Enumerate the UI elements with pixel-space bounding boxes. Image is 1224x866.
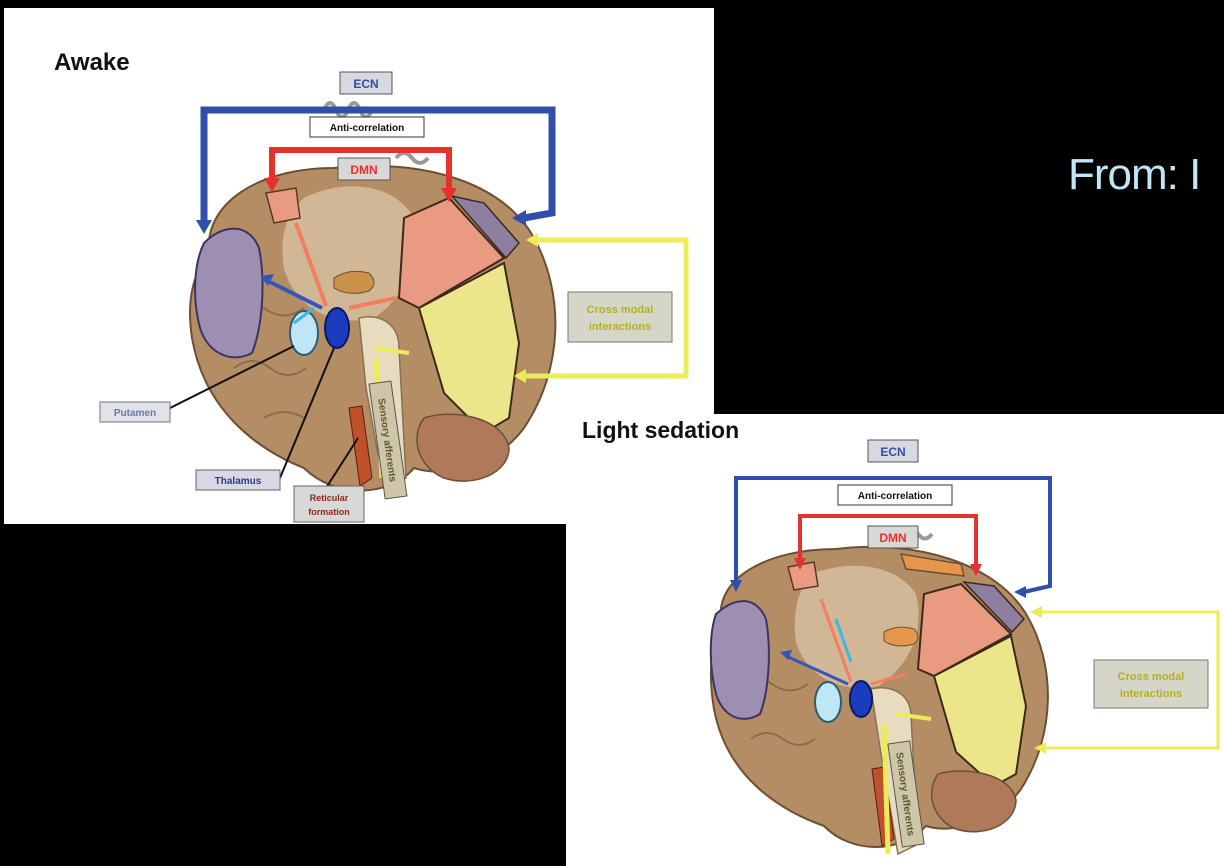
anti-correlation-label: Anti-correlation bbox=[858, 491, 932, 502]
dmn-label: DMN bbox=[879, 531, 906, 545]
frontal-region bbox=[711, 601, 769, 719]
putamen-label: Putamen bbox=[114, 408, 156, 419]
dmn-label: DMN bbox=[350, 163, 377, 177]
frontal-region bbox=[195, 229, 262, 358]
putamen-shape bbox=[290, 311, 318, 355]
slide-title: From: I bbox=[1068, 150, 1200, 200]
light-sedation-diagram: Light sedation bbox=[566, 414, 1224, 866]
thalamus-shape bbox=[850, 681, 872, 717]
ecn-label: ECN bbox=[880, 445, 905, 459]
cross-modal-label-line1: Cross modal bbox=[587, 304, 654, 316]
cross-modal-label-line2: interactions bbox=[589, 321, 651, 333]
thalamus-label: Thalamus bbox=[215, 476, 262, 487]
cross-modal-box bbox=[568, 292, 672, 342]
light-sedation-panel: Light sedation bbox=[566, 414, 1224, 866]
anti-correlation-label: Anti-correlation bbox=[330, 123, 404, 134]
cross-modal-label-line2: interactions bbox=[1120, 688, 1182, 700]
cross-modal-label-line1: Cross modal bbox=[1118, 671, 1185, 683]
putamen-shape bbox=[815, 682, 841, 722]
ecn-label: ECN bbox=[353, 77, 378, 91]
reticular-label-line2: formation bbox=[308, 507, 350, 517]
awake-title: Awake bbox=[54, 49, 130, 76]
cross-modal-box bbox=[1094, 660, 1208, 708]
light-sedation-title: Light sedation bbox=[582, 417, 739, 443]
reticular-label-line1: Reticular bbox=[310, 493, 349, 503]
thalamus-shape bbox=[325, 308, 349, 348]
